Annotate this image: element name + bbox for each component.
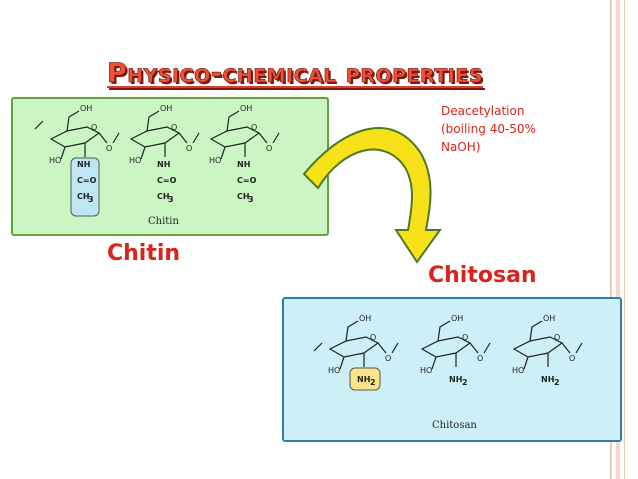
chitosan-ho-bond xyxy=(523,356,529,370)
chitin-methyl-group: CH xyxy=(157,192,170,201)
chitin-glycosidic-oxygen: O xyxy=(266,144,272,153)
chitosan-amine-subscript: 2 xyxy=(462,378,468,387)
chitin-ch2oh-bond xyxy=(146,110,160,132)
chitosan-label: Chitosan xyxy=(428,263,537,288)
chitosan-amine-group: NH xyxy=(541,375,554,384)
chitin-nh-group: NH xyxy=(237,160,250,169)
chitosan-hydroxyl-left: HO xyxy=(420,366,432,375)
chitosan-caption: Chitosan xyxy=(432,420,477,431)
chitin-chain-start xyxy=(34,120,44,130)
chitosan-ring-oxygen: O xyxy=(462,333,468,342)
reaction-line-1: Deacetylation xyxy=(441,104,525,118)
chitin-carbonyl-group: C=O xyxy=(77,176,97,185)
chitin-hydroxyl-top: OH xyxy=(160,104,172,113)
chitin-ho-bond xyxy=(60,146,66,160)
chitosan-amine-subscript: 2 xyxy=(370,378,376,387)
chitin-carbonyl-group: C=O xyxy=(237,176,257,185)
chitosan-link-bond xyxy=(483,342,491,354)
chitosan-ring-oxygen: O xyxy=(554,333,560,342)
chitin-glycosidic-oxygen: O xyxy=(186,144,192,153)
chitin-hydroxyl-left: HO xyxy=(209,156,221,165)
slide-title: Physico-chemical properties xyxy=(0,58,590,90)
chitosan-amine-subscript: 2 xyxy=(554,378,560,387)
chitosan-hydroxyl-left: HO xyxy=(328,366,340,375)
chitin-ho-bond xyxy=(140,146,146,160)
decor-stripe xyxy=(610,0,612,479)
chitosan-link-bond xyxy=(391,342,399,354)
chitin-hydroxyl-left: HO xyxy=(49,156,61,165)
chitin-label: Chitin xyxy=(107,241,181,266)
chitosan-ho-bond xyxy=(339,356,345,370)
chitosan-ch2oh-bond xyxy=(345,320,359,342)
decor-stripe xyxy=(624,0,625,479)
chitin-caption: Chitin xyxy=(148,216,180,227)
chitin-highlight-box xyxy=(70,157,100,217)
chitin-link-bond xyxy=(98,132,108,144)
chitin-ho-bond xyxy=(220,146,226,160)
chitosan-hydroxyl-top: OH xyxy=(451,314,463,323)
chitosan-link-bond xyxy=(575,342,583,354)
chitosan-hydroxyl-left: HO xyxy=(512,366,524,375)
chitin-ch2oh-bond xyxy=(226,110,240,132)
chitin-methyl-subscript: 3 xyxy=(88,195,94,204)
reaction-conditions: Deacetylation (boiling 40-50% NaOH) xyxy=(441,102,536,156)
chitin-link-bond xyxy=(178,132,188,144)
chitosan-ch2oh-bond xyxy=(529,320,543,342)
chitin-glycosidic-oxygen: O xyxy=(106,144,112,153)
chitosan-hydroxyl-top: OH xyxy=(359,314,371,323)
chitin-methyl-group: CH xyxy=(237,192,250,201)
chitin-link-bond xyxy=(112,132,120,144)
chitosan-ch2oh-bond xyxy=(437,320,451,342)
chitin-ring-oxygen: O xyxy=(171,123,177,132)
chitosan-ho-bond xyxy=(431,356,437,370)
chitin-carbonyl-group: C=O xyxy=(157,176,177,185)
chitosan-amine-group: NH xyxy=(357,375,370,384)
chitosan-chain-start xyxy=(313,342,323,352)
chitin-link-bond xyxy=(258,132,268,144)
reaction-arrow xyxy=(302,127,442,264)
chitin-methyl-group: CH xyxy=(77,192,90,201)
chitin-nh-group: NH xyxy=(77,160,90,169)
chitosan-link-bond xyxy=(469,342,479,354)
reaction-line-2: (boiling 40-50% xyxy=(441,122,536,136)
chitosan-amine-group: NH xyxy=(449,375,462,384)
chitin-nh-group: NH xyxy=(157,160,170,169)
arrow-shape xyxy=(302,127,442,264)
chitin-ring-oxygen: O xyxy=(91,123,97,132)
chitin-methyl-subscript: 3 xyxy=(168,195,174,204)
chitin-hydroxyl-top: OH xyxy=(240,104,252,113)
chitin-hydroxyl-left: HO xyxy=(129,156,141,165)
chitosan-highlight-box xyxy=(349,367,381,391)
chitin-link-bond xyxy=(192,132,200,144)
chitosan-glycosidic-oxygen: O xyxy=(569,354,575,363)
chitosan-hydroxyl-top: OH xyxy=(543,314,555,323)
chitosan-ring-oxygen: O xyxy=(370,333,376,342)
slide-title-text: Physico-chemical properties xyxy=(106,58,484,90)
chitin-ring-oxygen: O xyxy=(251,123,257,132)
chitin-hydroxyl-top: OH xyxy=(80,104,92,113)
chitin-ch2oh-bond xyxy=(66,110,80,132)
decor-stripe xyxy=(616,0,620,479)
chitosan-link-bond xyxy=(561,342,571,354)
chitosan-link-bond xyxy=(377,342,387,354)
chitin-methyl-subscript: 3 xyxy=(248,195,254,204)
chitosan-glycosidic-oxygen: O xyxy=(477,354,483,363)
chitosan-glycosidic-oxygen: O xyxy=(385,354,391,363)
chitin-link-bond xyxy=(272,132,280,144)
reaction-line-3: NaOH) xyxy=(441,140,481,154)
